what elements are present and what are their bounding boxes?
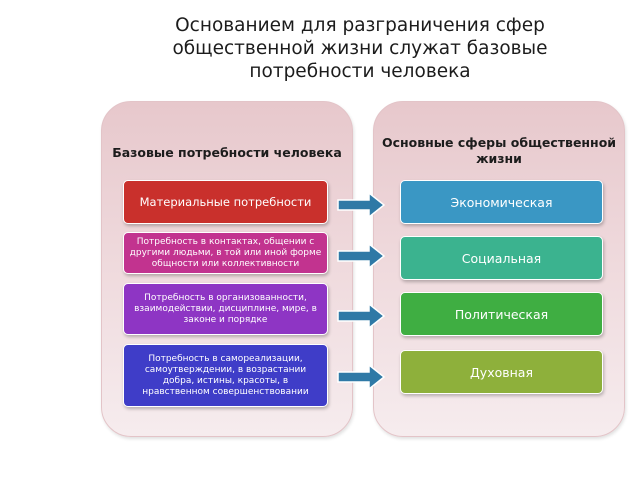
sphere-label-political: Политическая	[454, 306, 549, 322]
need-label-organization: Потребность в организованности, взаимоде…	[134, 292, 317, 325]
need-label-material: Материальные потребности	[139, 195, 312, 209]
sphere-box-political: Политическая	[400, 292, 603, 336]
sphere-label-spiritual: Духовная	[470, 364, 533, 380]
sphere-box-spiritual: Духовная	[400, 350, 603, 394]
arrow-right-icon	[337, 364, 385, 390]
need-box-material: Материальные потребности	[123, 180, 328, 224]
need-box-communication: Потребность в контактах, общении с други…	[123, 232, 328, 274]
needs-heading: Базовые потребности человека	[112, 145, 342, 160]
sphere-box-economic: Экономическая	[400, 180, 603, 224]
arrow-right-icon	[337, 303, 385, 329]
spheres-heading: Основные сферы общественной жизни	[381, 135, 617, 166]
need-box-organization: Потребность в организованности, взаимоде…	[123, 283, 328, 335]
arrow-right-icon	[337, 243, 385, 269]
need-label-self-realization: Потребность в самореализации, самоутверж…	[142, 353, 309, 397]
sphere-label-social: Социальная	[461, 250, 542, 266]
sphere-box-social: Социальная	[400, 236, 603, 280]
slide-title: Основанием для разграничения сфер общест…	[172, 15, 548, 82]
arrow-right-icon	[337, 192, 385, 218]
need-box-self-realization: Потребность в самореализации, самоутверж…	[123, 344, 328, 407]
need-label-communication: Потребность в контактах, общении с други…	[129, 236, 322, 269]
sphere-label-economic: Экономическая	[450, 194, 553, 210]
